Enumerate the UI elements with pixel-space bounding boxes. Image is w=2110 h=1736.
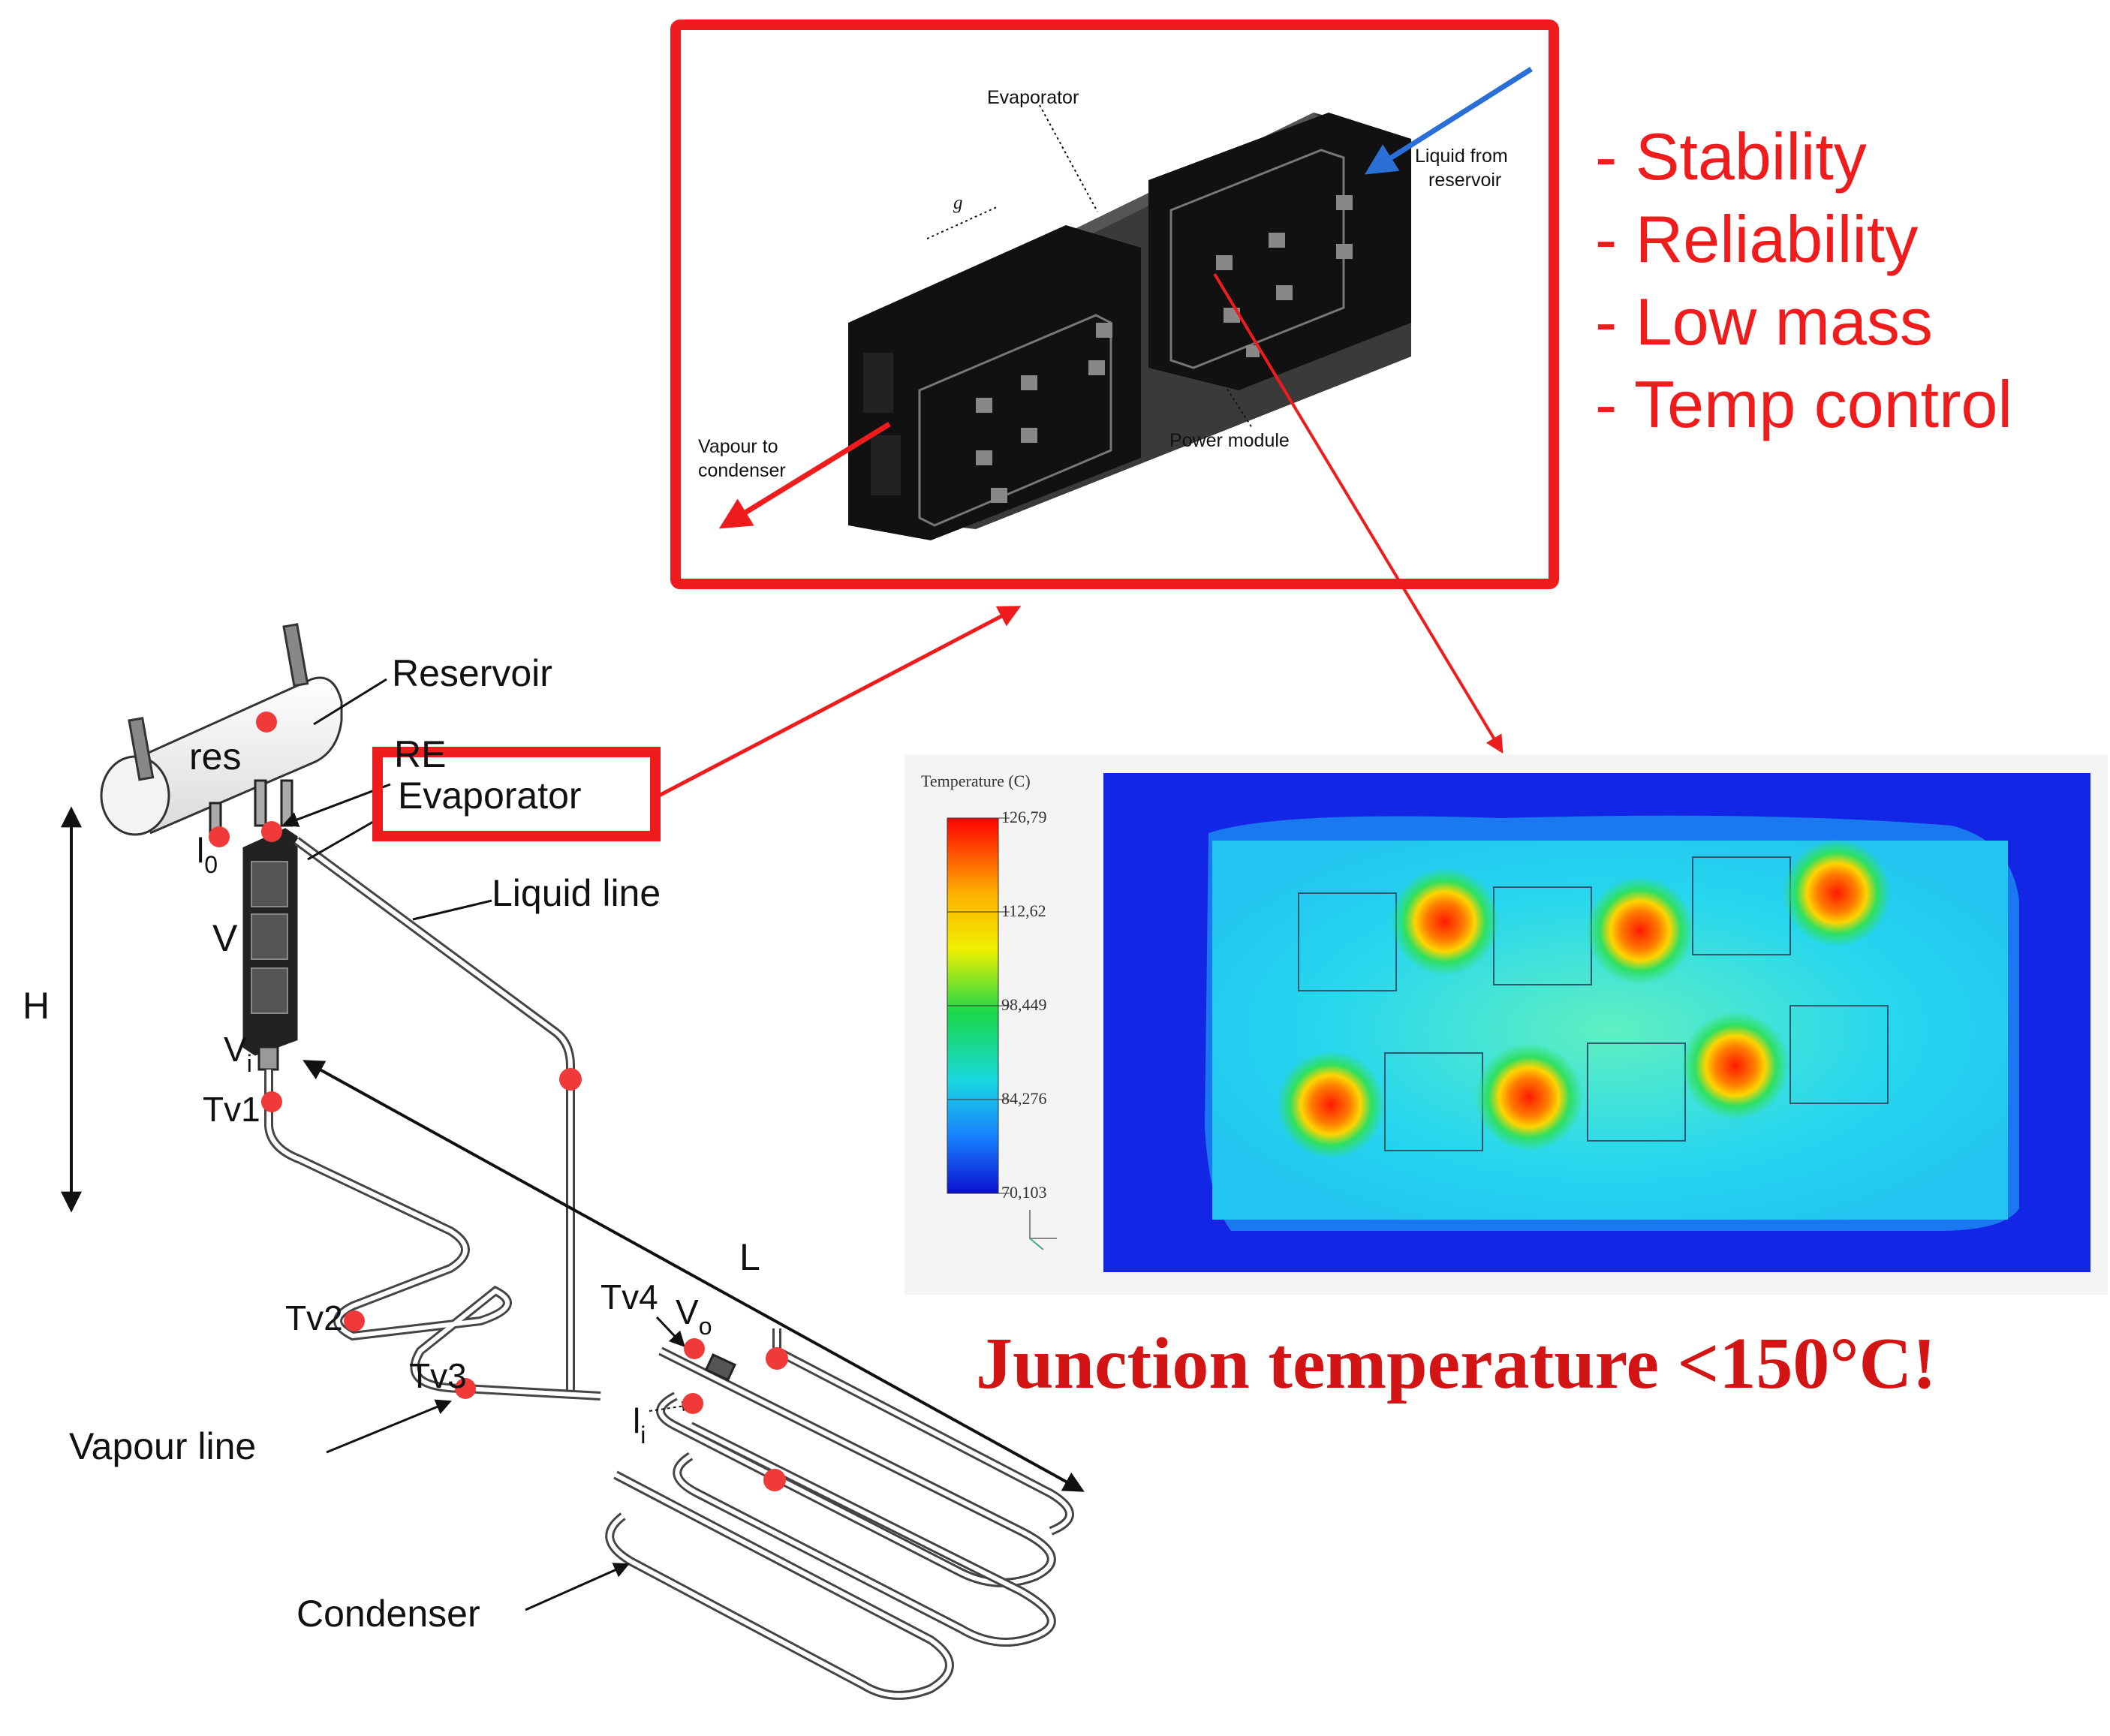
zoom-arrow-evaporator [658, 606, 1022, 798]
colorbar-tick-4: 84,276 [1001, 1089, 1047, 1108]
liquid-from-reservoir-arrow [1364, 67, 1533, 175]
temperature-map [905, 754, 2108, 1295]
vi-label: Vi [224, 1030, 252, 1077]
zoom-arrow-temperature [1213, 272, 1503, 754]
tv4-label: Tv4 [600, 1277, 658, 1316]
feature-stability: - Stability [1595, 119, 1867, 194]
re-label: RE [394, 733, 447, 775]
vapour-to-condenser-arrow [718, 422, 891, 529]
colorbar-tick-3: 98,449 [1001, 995, 1047, 1014]
evaporator-detail-panel [670, 20, 1559, 589]
sensor-dots [209, 712, 788, 1491]
detail-gravity-label: g [953, 193, 963, 213]
tv3-label: Tv3 [409, 1356, 467, 1395]
junction-temperature-note: Junction temperature <150°C! [976, 1323, 1937, 1404]
right-heat-sink [1148, 113, 1411, 390]
evaporator-highlight-box [372, 747, 661, 841]
detail-condenser-label: condenser [698, 460, 786, 481]
reservoir-tank [100, 623, 343, 836]
vo-label: Vo [676, 1292, 712, 1340]
vapour-line-label: Vapour line [69, 1425, 257, 1467]
h-label: H [23, 985, 50, 1027]
feature-low-mass: - Low mass [1595, 284, 1933, 359]
tv2-label: Tv2 [285, 1298, 343, 1337]
l-label: L [739, 1236, 760, 1278]
detail-reservoir-label: reservoir [1428, 170, 1502, 191]
evaporator-label: Evaporator [398, 775, 582, 817]
evaporator-column [242, 828, 298, 1071]
colorbar-tick-1: 126,79 [1001, 808, 1047, 826]
colorbar-tick-5: 70,103 [1001, 1183, 1047, 1202]
detail-power-module-label: Power module [1169, 430, 1290, 451]
v-label: V [212, 917, 238, 959]
feature-temp-control: - Temp control [1595, 367, 2012, 441]
length-arrow [303, 1060, 1085, 1492]
detail-liquid-from-label: Liquid from [1415, 146, 1508, 167]
colorbar-title: Temperature (C) [921, 772, 1031, 790]
li-label: li [633, 1401, 646, 1449]
left-heat-sink [848, 225, 1141, 540]
tv1-label: Tv1 [203, 1090, 260, 1129]
reservoir-label: Reservoir [392, 652, 552, 694]
detail-vapour-to-label: Vapour to [698, 436, 778, 457]
l0-label: l0 [197, 831, 218, 878]
res-label: res [189, 736, 242, 778]
detail-evaporator-label: Evaporator [987, 87, 1079, 108]
feature-reliability: - Reliability [1595, 202, 1919, 276]
liquid-line-label: Liquid line [492, 872, 661, 914]
colorbar-tick-2: 112,62 [1001, 901, 1046, 920]
condenser-label: Condenser [296, 1593, 480, 1635]
